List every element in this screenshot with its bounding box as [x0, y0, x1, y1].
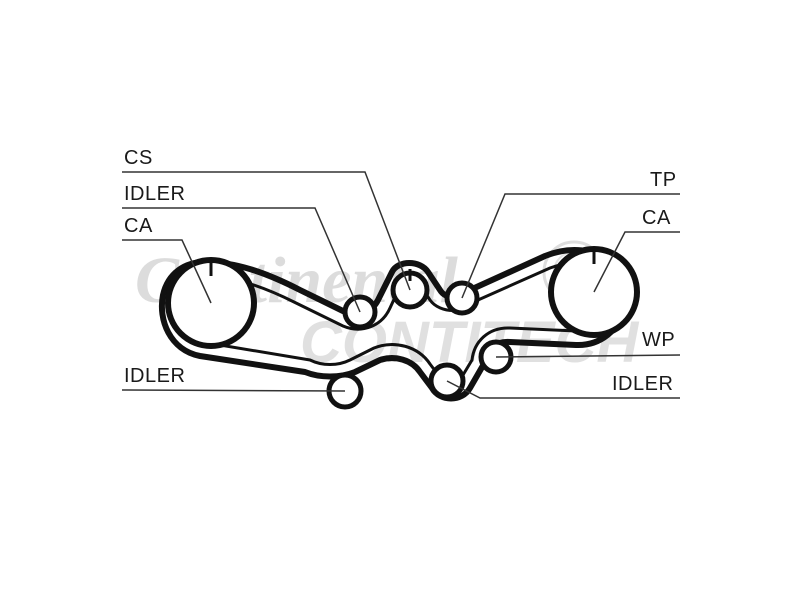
label-idler-bottom-right: IDLER — [612, 373, 674, 395]
leader-cs — [122, 171, 411, 291]
label-ca-right: CA — [642, 207, 671, 229]
label-cs: CS — [124, 147, 153, 169]
label-wp: WP — [642, 329, 676, 351]
leader-lines — [121, 171, 681, 399]
leader-tp — [461, 193, 680, 299]
label-idler-bottom-left: IDLER — [124, 365, 186, 387]
leader-ca-left — [122, 239, 212, 304]
leader-ca-right — [593, 231, 680, 293]
label-tp: TP — [650, 169, 677, 191]
leader-wp — [495, 354, 681, 358]
leader-idler-bottom-left — [121, 389, 346, 392]
label-idler-top-left: IDLER — [124, 183, 186, 205]
label-ca-left: CA — [124, 215, 153, 237]
leader-idler-bottom-right — [446, 380, 680, 399]
leader-idler-top-left — [122, 207, 361, 313]
